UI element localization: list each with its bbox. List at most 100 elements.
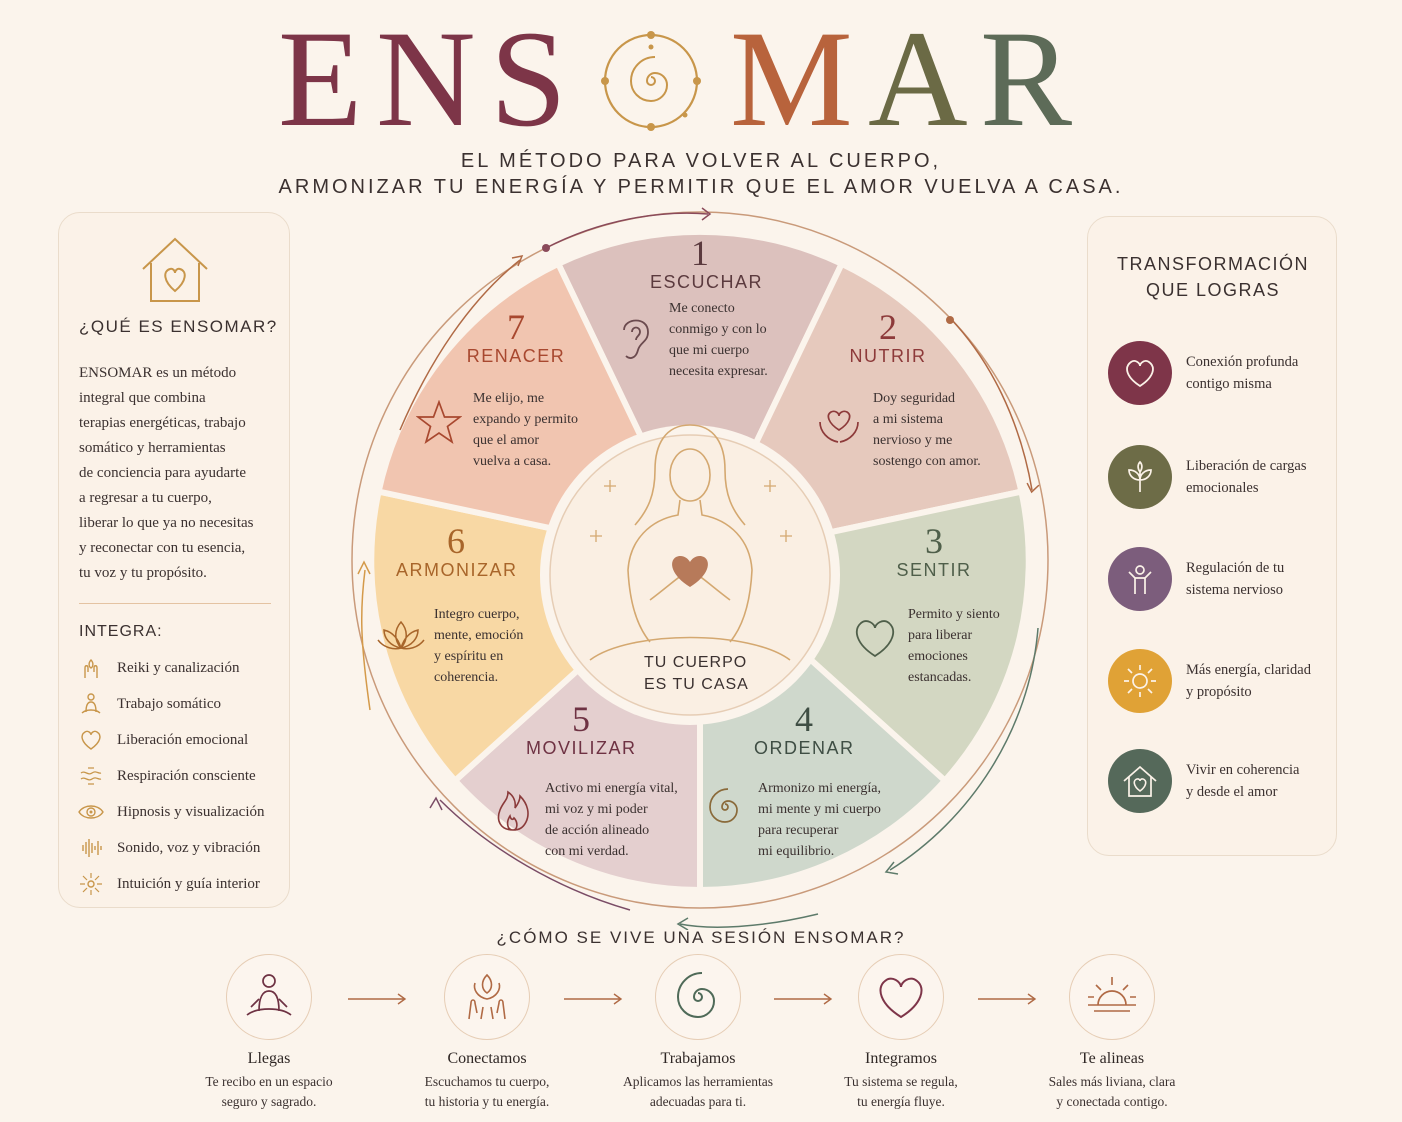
segment-4-description: Armonizo mi energía, mi mente y mi cuerp…: [758, 778, 918, 862]
transformation-line: Liberación de cargas: [1186, 458, 1307, 474]
method-wheel: 1 ESCUCHAR Me conecto conmigo y con lo q…: [330, 190, 1070, 930]
segment-line: expando y permito: [473, 412, 578, 427]
integra-item: Liberación emocional: [75, 725, 285, 755]
segment-1: [554, 228, 846, 567]
description-line: de conciencia para ayudarte: [79, 465, 246, 481]
integra-item: Hipnosis y visualización: [75, 797, 285, 827]
integra-item-label: Respiración consciente: [117, 767, 256, 784]
segment-2-description: Doy seguridad a mi sistema nervioso y me…: [873, 388, 1013, 472]
step-line: Tu sistema se regula,: [844, 1074, 958, 1089]
segment-line: Permito y siento: [908, 607, 1000, 622]
step-line: seguro y sagrado.: [221, 1094, 317, 1109]
heart-icon: [672, 555, 708, 587]
segment-line: para liberar: [908, 628, 973, 643]
sun-icon: [1108, 649, 1172, 713]
description-line: somático y herramientas: [79, 440, 226, 456]
segment-name: RENACER: [466, 346, 566, 366]
integra-item-label: Reiki y canalización: [117, 659, 240, 676]
transformation-title-line: TRANSFORMACIÓN: [1117, 254, 1309, 274]
heart-icon: [1108, 341, 1172, 405]
step-line: adecuadas para ti.: [649, 1094, 747, 1109]
segment-name: SENTIR: [896, 560, 972, 580]
transformation-line: Más energía, claridad: [1186, 662, 1311, 678]
sparkle-sun-icon: [75, 871, 107, 897]
segment-line: que el amor: [473, 433, 540, 448]
step-name: Trabajamos: [660, 1050, 736, 1067]
segment-line: Activo mi energía vital,: [545, 781, 678, 796]
brand-letter: N: [376, 2, 476, 155]
segment-line: estancadas.: [908, 670, 972, 685]
arrow-right-icon: [978, 993, 1037, 1005]
sound-wave-icon: [75, 835, 107, 861]
segment-name: ESCUCHAR: [650, 272, 764, 292]
segment-line: de acción alineado: [545, 823, 650, 838]
transformation-line: sistema nervioso: [1186, 582, 1284, 598]
segment-number: 1: [691, 233, 709, 273]
home-heart-icon: [1108, 749, 1172, 813]
transformation-item: Liberación de cargas emocionales: [1108, 445, 1328, 509]
step-line: Te recibo en un espacio: [205, 1074, 333, 1089]
subtitle-line-2: ARMONIZAR TU ENERGÍA Y PERMITIR QUE EL A…: [278, 176, 1124, 198]
integra-item-label: Trabajo somático: [117, 695, 222, 712]
session-step: Trabajamos Aplicamos las herramientas ade…: [598, 954, 798, 1112]
brand-letter: R: [980, 2, 1073, 155]
segment-line: Me elijo, me: [473, 391, 545, 406]
center-label-line: TU CUERPO: [644, 654, 748, 671]
segment-line: conmigo y con lo: [669, 322, 767, 337]
what-is-description: ENSOMAR es un método integral que combin…: [79, 361, 279, 586]
segment-3-header: 3 SENTIR: [884, 520, 984, 581]
transformation-line: emocionales: [1186, 480, 1259, 496]
transformation-title: TRANSFORMACIÓN QUE LOGRAS: [1088, 251, 1338, 303]
integra-item: Trabajo somático: [75, 689, 285, 719]
arrow-right-icon: [774, 993, 833, 1005]
woman-figure-icon: [589, 424, 791, 661]
person-icon: [1108, 547, 1172, 611]
description-line: integral que combina: [79, 390, 206, 406]
description-line: liberar lo que ya no necesitas: [79, 515, 254, 531]
segment-line: mi voz y mi poder: [545, 802, 648, 817]
segment-4-header: 4 ORDENAR: [754, 698, 854, 759]
segment-line: sostengo con amor.: [873, 454, 981, 469]
segment-1-header: 1 ESCUCHAR: [650, 232, 764, 293]
segment-line: mi equilibrio.: [758, 844, 835, 859]
outer-ring: [351, 211, 1049, 909]
wheel-graphic: [351, 207, 1049, 930]
segment-name: ORDENAR: [754, 738, 855, 758]
integra-item: Reiki y canalización: [75, 653, 285, 683]
step-name: Te alineas: [1079, 1050, 1145, 1067]
spiral-icon: [655, 954, 741, 1040]
transformation-line: Vivir en coherencia: [1186, 762, 1300, 778]
segment-7-header: 7 RENACER: [464, 306, 568, 367]
subtitle-line-1: EL MÉTODO PARA VOLVER AL CUERPO,: [460, 150, 942, 172]
segment-number: 7: [507, 307, 525, 347]
integra-item: Sonido, voz y vibración: [75, 833, 285, 863]
sprout-icon: [1108, 445, 1172, 509]
sparkle-icons: [590, 480, 792, 542]
center-label-line: ES TU CASA: [644, 676, 749, 693]
transformation-item: Regulación de tu sistema nervioso: [1108, 547, 1328, 611]
integra-item-label: Sonido, voz y vibración: [117, 839, 261, 856]
meditation-figure-icon: [75, 691, 107, 717]
meditation-figure-icon: [226, 954, 312, 1040]
segment-5-description: Activo mi energía vital, mi voz y mi pod…: [545, 778, 695, 862]
transformation-line: Regulación de tu: [1186, 560, 1285, 576]
heart-icon: [858, 954, 944, 1040]
segment-name: NUTRIR: [849, 346, 927, 366]
segment-number: 5: [572, 699, 590, 739]
step-line: Aplicamos las herramientas: [623, 1074, 773, 1089]
segment-name: MOVILIZAR: [526, 738, 637, 758]
segment-line: necesita expresar.: [669, 364, 768, 379]
description-line: a regresar a tu cuerpo,: [79, 490, 212, 506]
segment-line: Me conecto: [669, 301, 735, 316]
brand-letter: A: [868, 2, 968, 155]
what-is-panel: ¿QUÉ ES ENSOMAR? ENSOMAR es un método in…: [58, 212, 290, 908]
transformation-panel: TRANSFORMACIÓN QUE LOGRAS Conexión profu…: [1087, 216, 1337, 856]
hands-energy-icon: [444, 954, 530, 1040]
description-line: tu voz y tu propósito.: [79, 565, 207, 581]
segment-number: 6: [447, 521, 465, 561]
segment-line: para recuperar: [758, 823, 839, 838]
what-is-title: ¿QUÉ ES ENSOMAR?: [79, 317, 278, 336]
